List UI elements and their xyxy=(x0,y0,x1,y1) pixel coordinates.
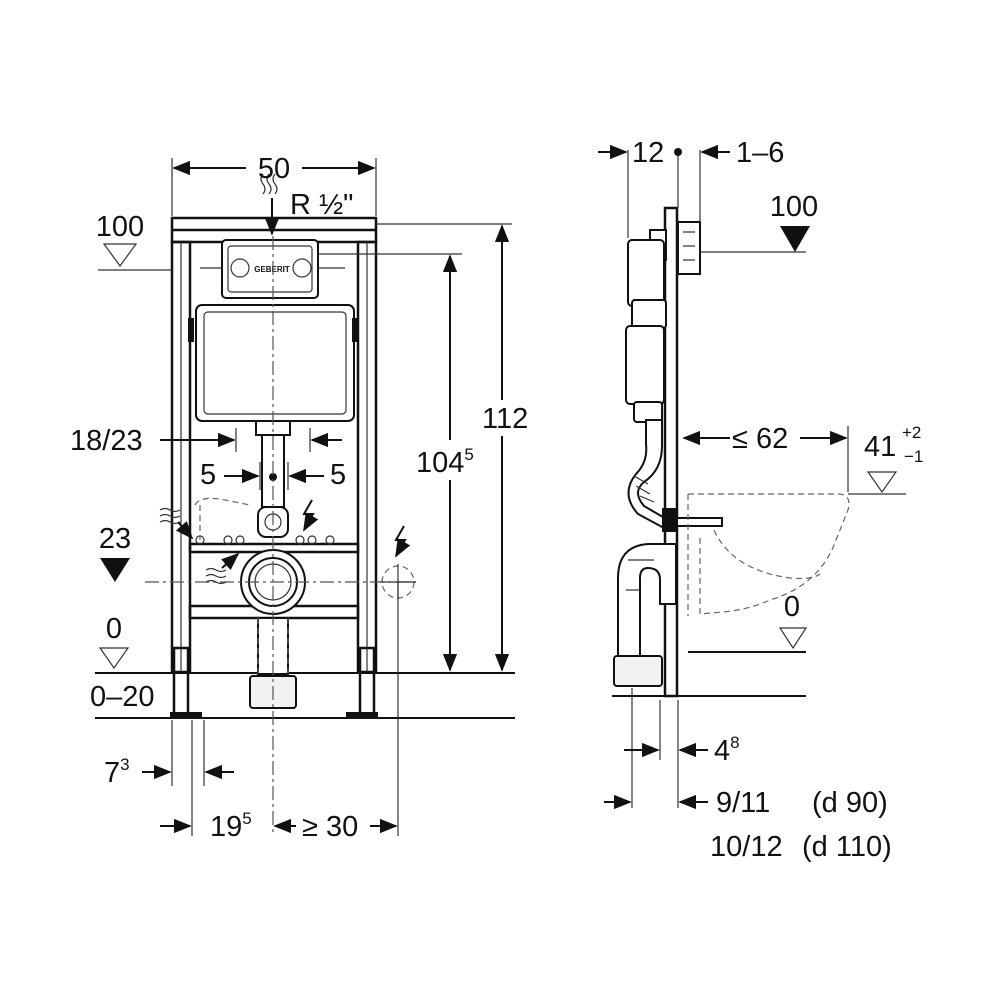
dim-18-23-label: 18/23 xyxy=(70,425,143,457)
water-supply-icon xyxy=(260,173,280,236)
cable-conduit xyxy=(194,497,251,506)
dim-62-label: ≤ 62 xyxy=(732,423,788,455)
power-socket xyxy=(380,564,416,600)
front-view: GEBERIT xyxy=(70,153,540,843)
height-104-label: 1045 xyxy=(416,445,474,479)
dim-7-label: 73 xyxy=(104,755,130,789)
cistern-side xyxy=(625,239,667,423)
level-marker-icon xyxy=(98,647,130,670)
range-0-20-label: 0–20 xyxy=(90,681,155,713)
height-112-label: 112 xyxy=(482,403,528,435)
level-100-side-label: 100 xyxy=(770,191,818,223)
water-supply-icon xyxy=(205,552,240,585)
width-dimension: 50 xyxy=(258,153,290,185)
level-0-label: 0 xyxy=(106,613,122,645)
supply-thread-label: R ½" xyxy=(290,189,353,221)
dim-41-tolerance-lower: −1 xyxy=(904,447,923,466)
cistern xyxy=(188,304,358,422)
level-marker-icon xyxy=(100,558,130,582)
svg-text:GEBERIT: GEBERIT xyxy=(254,265,290,274)
dim-19-label: 195 xyxy=(210,809,252,843)
level-0-side-label: 0 xyxy=(784,591,800,623)
d90-label: (d 90) xyxy=(812,787,888,819)
dim-5-right-label: 5 xyxy=(330,459,346,491)
flush-plate: GEBERIT xyxy=(200,239,345,299)
level-marker-icon xyxy=(780,226,810,252)
level-23-label: 23 xyxy=(99,523,131,555)
dim-5-left-label: 5 xyxy=(200,459,216,491)
dim-1-6-label: 1–6 xyxy=(736,137,784,169)
d110-label: (d 110) xyxy=(802,831,892,863)
level-marker-icon xyxy=(848,471,906,495)
electrical-icon xyxy=(302,499,319,532)
waste-connection xyxy=(240,549,306,709)
fixing-points xyxy=(195,535,335,545)
waste-bend xyxy=(617,543,677,661)
level-marker-icon xyxy=(98,243,172,271)
dim-4-label: 48 xyxy=(714,733,740,767)
dim-41-label: 41 xyxy=(864,431,896,463)
side-view: 12 1–6 100 ≤ 62 41 +2 −1 0 48 9/11 (d 90… xyxy=(598,137,923,863)
level-100-label: 100 xyxy=(96,211,144,243)
dim-12-label: 12 xyxy=(632,137,664,169)
dim-10-12-label: 10/12 xyxy=(710,831,783,863)
dim-9-11-label: 9/11 xyxy=(716,787,770,819)
electrical-icon xyxy=(394,525,411,558)
dim-30-label: ≥ 30 xyxy=(302,811,358,843)
wc-bowl xyxy=(687,493,850,616)
dim-41-tolerance-upper: +2 xyxy=(902,423,921,442)
level-marker-icon xyxy=(778,627,808,650)
water-supply-icon xyxy=(159,507,194,540)
